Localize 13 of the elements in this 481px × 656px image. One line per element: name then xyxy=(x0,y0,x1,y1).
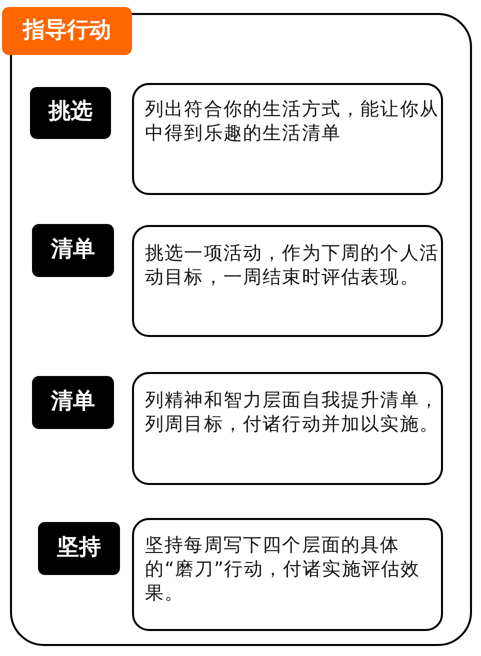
description-text: 列出符合你的生活方式，能让你从中得到乐趣的生活清单 xyxy=(145,98,440,146)
description-box xyxy=(132,518,443,631)
description-box xyxy=(132,83,443,195)
description-text: 列精神和智力层面自我提升清单，列周目标，付诸行动并加以实施。 xyxy=(145,389,440,437)
section-heading-tab: 指导行动 xyxy=(2,7,132,55)
description-box xyxy=(132,225,443,337)
step-label: 挑选 xyxy=(30,87,111,139)
description-text: 挑选一项活动，作为下周的个人活动目标，一周结束时评估表现。 xyxy=(145,242,440,290)
description-box xyxy=(132,372,443,485)
step-label: 坚持 xyxy=(38,522,120,575)
step-label: 清单 xyxy=(32,224,114,277)
description-text: 坚持每周写下四个层面的具体的“磨刀”行动，付诸实施评估效果。 xyxy=(145,534,422,606)
step-label: 清单 xyxy=(32,376,114,429)
